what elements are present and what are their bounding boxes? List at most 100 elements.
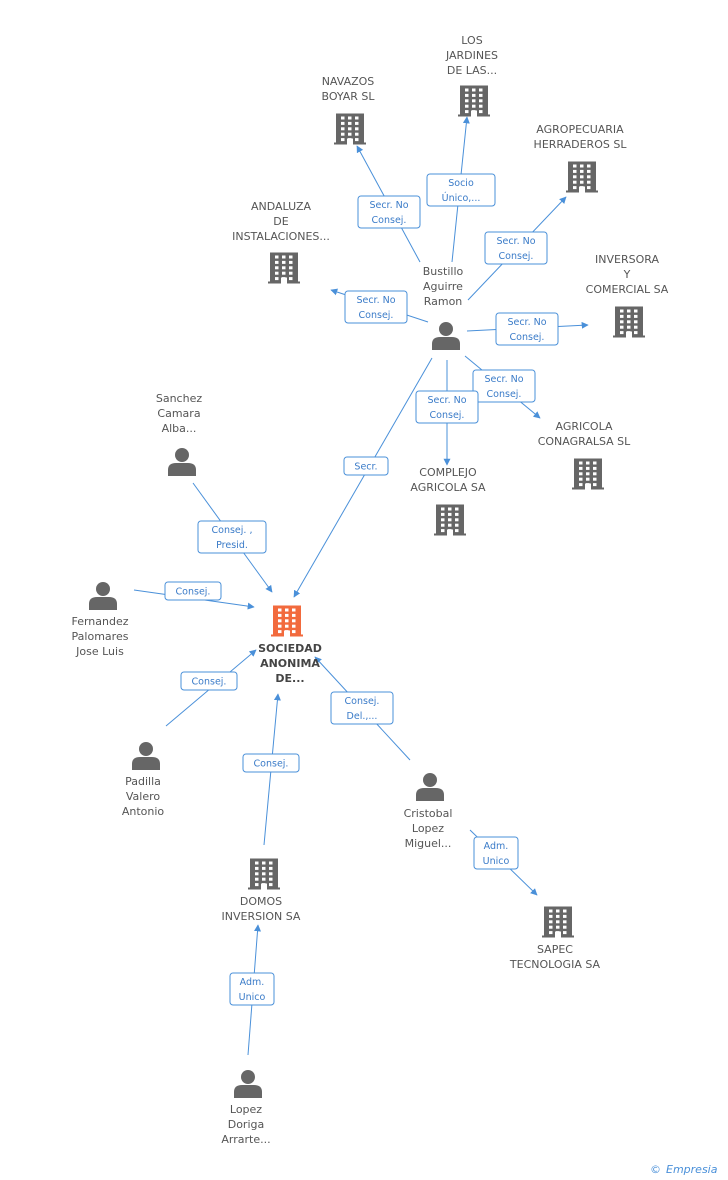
node-label: JARDINES: [445, 49, 498, 62]
edge-label-box: [473, 836, 519, 870]
node-label: Sanchez: [156, 392, 202, 405]
node-agricola_cona[interactable]: AGRICOLA CONAGRALSA SL: [538, 420, 631, 490]
building-icon: [572, 458, 604, 490]
node-cristobal[interactable]: CristobalLopezMiguel...: [404, 773, 453, 850]
building-icon: [334, 113, 366, 145]
building-icon: [458, 85, 490, 117]
copyright-symbol: ©: [650, 1163, 661, 1176]
edge-label-bustillo-to-main[interactable]: Secr.: [343, 456, 389, 476]
node-label: Doriga: [228, 1118, 265, 1131]
node-label: Antonio: [122, 805, 165, 818]
node-lopez[interactable]: LopezDorigaArrarte...: [221, 1070, 271, 1146]
building-icon: [566, 161, 598, 193]
edge-bustillo-to-main: [293, 357, 433, 598]
node-label: CONAGRALSA SL: [538, 435, 631, 448]
person-icon: [132, 742, 160, 770]
edge-label-sanchez-to-main[interactable]: Consej. , Presid.: [197, 520, 267, 554]
node-label: Padilla: [125, 775, 161, 788]
person-icon: [416, 773, 444, 801]
edge-label-text: Del.,...: [347, 711, 378, 722]
edge-label-text: Secr. No: [356, 295, 395, 306]
edge-label-box: [357, 195, 421, 229]
node-label: DOMOS: [240, 895, 282, 908]
edge-label-text: Consej.: [345, 696, 380, 707]
edge-label-fernandez-to-main[interactable]: Consej.: [164, 581, 222, 601]
person-icon: [432, 322, 460, 350]
node-label: SAPEC: [537, 943, 573, 956]
node-label: Bustillo: [423, 265, 464, 278]
building-icon: [271, 605, 303, 637]
node-andaluza[interactable]: ANDALUZADEINSTALACIONES...: [232, 200, 330, 284]
node-label: AGRICOLA: [556, 420, 613, 433]
edge-label-text: Consej. ,: [212, 525, 253, 536]
node-label: NAVAZOS: [322, 75, 375, 88]
node-label: INVERSORA: [595, 253, 659, 266]
node-label: DE: [273, 215, 288, 228]
node-label: Alba...: [162, 422, 197, 435]
node-label: HERRADEROS SL: [534, 138, 628, 151]
node-label: SOCIEDAD: [258, 642, 322, 655]
node-label: DE LAS...: [447, 64, 497, 77]
node-label: INVERSION SA: [222, 910, 301, 923]
edge-label-box: [164, 581, 222, 601]
edge-label-text: Secr.: [354, 462, 377, 473]
nodes-layer: SOCIEDADANONIMADE...BustilloAguirreRamon…: [71, 34, 668, 1146]
edge-label-text: Adm.: [240, 977, 265, 988]
edge-label-cristobal-to-sapec[interactable]: Adm.Unico: [473, 836, 519, 870]
node-label: Camara: [157, 407, 200, 420]
node-label: ANONIMA: [260, 657, 320, 670]
edge-label-cristobal-to-main[interactable]: Consej. Del.,...: [330, 691, 394, 725]
building-icon: [542, 906, 574, 938]
node-label: Lopez: [412, 822, 444, 835]
edge-label-text: Secr. No: [484, 374, 523, 385]
building-icon: [613, 306, 645, 338]
edge-label-text: Secr. No: [427, 395, 466, 406]
edge-label-text: Secr. No: [369, 200, 408, 211]
node-label: Fernandez: [71, 615, 128, 628]
watermark: © Empresia: [650, 1163, 718, 1176]
brand-name: Empresia: [666, 1163, 718, 1176]
edge-label-text: Secr. No: [507, 317, 546, 328]
node-label: Arrarte...: [221, 1133, 270, 1146]
edge-label-domos-to-main[interactable]: Consej.: [242, 753, 300, 773]
edge-label-box: [343, 456, 389, 476]
edge-label-bustillo-to-complejo[interactable]: Secr. No Consej.: [415, 390, 479, 424]
edge-label-text: Consej.: [372, 215, 407, 226]
node-agropecuaria[interactable]: AGROPECUARIA HERRADEROS SL: [534, 123, 628, 193]
edge-label-box: [242, 753, 300, 773]
node-sanchez[interactable]: SanchezCamaraAlba...: [156, 392, 202, 476]
edge-label-padilla-to-main[interactable]: Consej.: [180, 671, 238, 691]
edge-label-text: Consej.: [487, 389, 522, 400]
edge-label-box: [484, 231, 548, 265]
edge-label-text: Consej.: [192, 677, 227, 688]
node-label: INSTALACIONES...: [232, 230, 330, 243]
edge-label-bustillo-to-jardines[interactable]: SocioÚnico,...: [426, 173, 496, 207]
node-label: AGROPECUARIA: [536, 123, 624, 136]
edge-label-text: Consej.: [430, 410, 465, 421]
node-main[interactable]: SOCIEDADANONIMADE...: [258, 605, 322, 686]
edge-label-text: Presid.: [216, 540, 248, 551]
node-domos[interactable]: DOMOS INVERSION SA: [222, 858, 301, 924]
edge-label-lopez-to-domos[interactable]: Adm.Unico: [229, 972, 275, 1006]
node-label: Ramon: [424, 295, 463, 308]
node-label: Palomares: [72, 630, 129, 643]
edge-label-bustillo-to-agricola_cona[interactable]: Secr. No Consej.: [472, 369, 536, 403]
node-label: Valero: [126, 790, 161, 803]
edge-label-bustillo-to-navazos[interactable]: Secr. No Consej.: [357, 195, 421, 229]
edge-label-box: [415, 390, 479, 424]
node-label: COMPLEJO: [419, 466, 477, 479]
edge-label-box: [197, 520, 267, 554]
